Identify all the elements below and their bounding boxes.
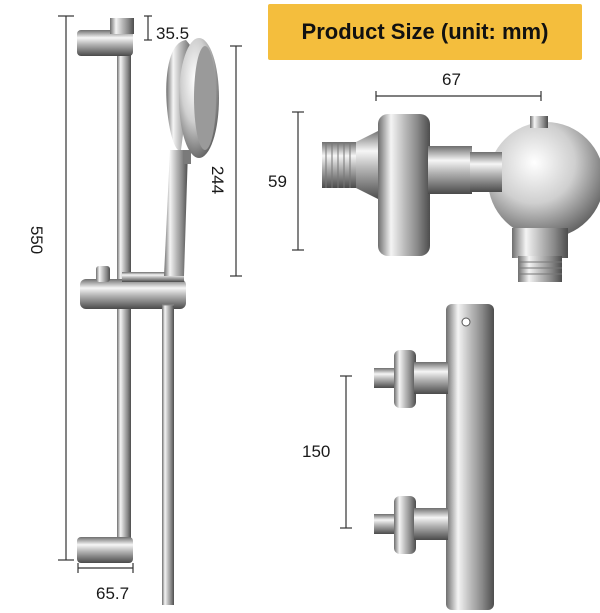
- slide-rail: [77, 18, 186, 563]
- label-handset-length: 244: [208, 165, 228, 195]
- shower-hose: [162, 304, 174, 605]
- label-rail-height: 550: [27, 225, 47, 255]
- dimension-lines-valve: [292, 91, 542, 251]
- top-bracket: [77, 30, 133, 56]
- bottom-bracket: [77, 537, 133, 563]
- label-valve-length: 67: [442, 70, 461, 89]
- label-rail-width: 65.7: [96, 584, 130, 603]
- valve-front-view: [374, 304, 494, 610]
- valve-side-view: [322, 114, 600, 282]
- dimension-lines-inlets: [340, 375, 352, 529]
- label-inlet-spacing: 150: [302, 442, 331, 461]
- label-valve-height: 59: [268, 172, 287, 191]
- hand-shower: [164, 38, 219, 276]
- size-banner: Product Size (unit: mm): [268, 4, 582, 60]
- dimension-lines-rail: [58, 15, 242, 573]
- slider-holder: [80, 279, 186, 309]
- label-bracket-depth: 35.5: [156, 24, 190, 43]
- banner-title: Product Size (unit: mm): [301, 19, 549, 44]
